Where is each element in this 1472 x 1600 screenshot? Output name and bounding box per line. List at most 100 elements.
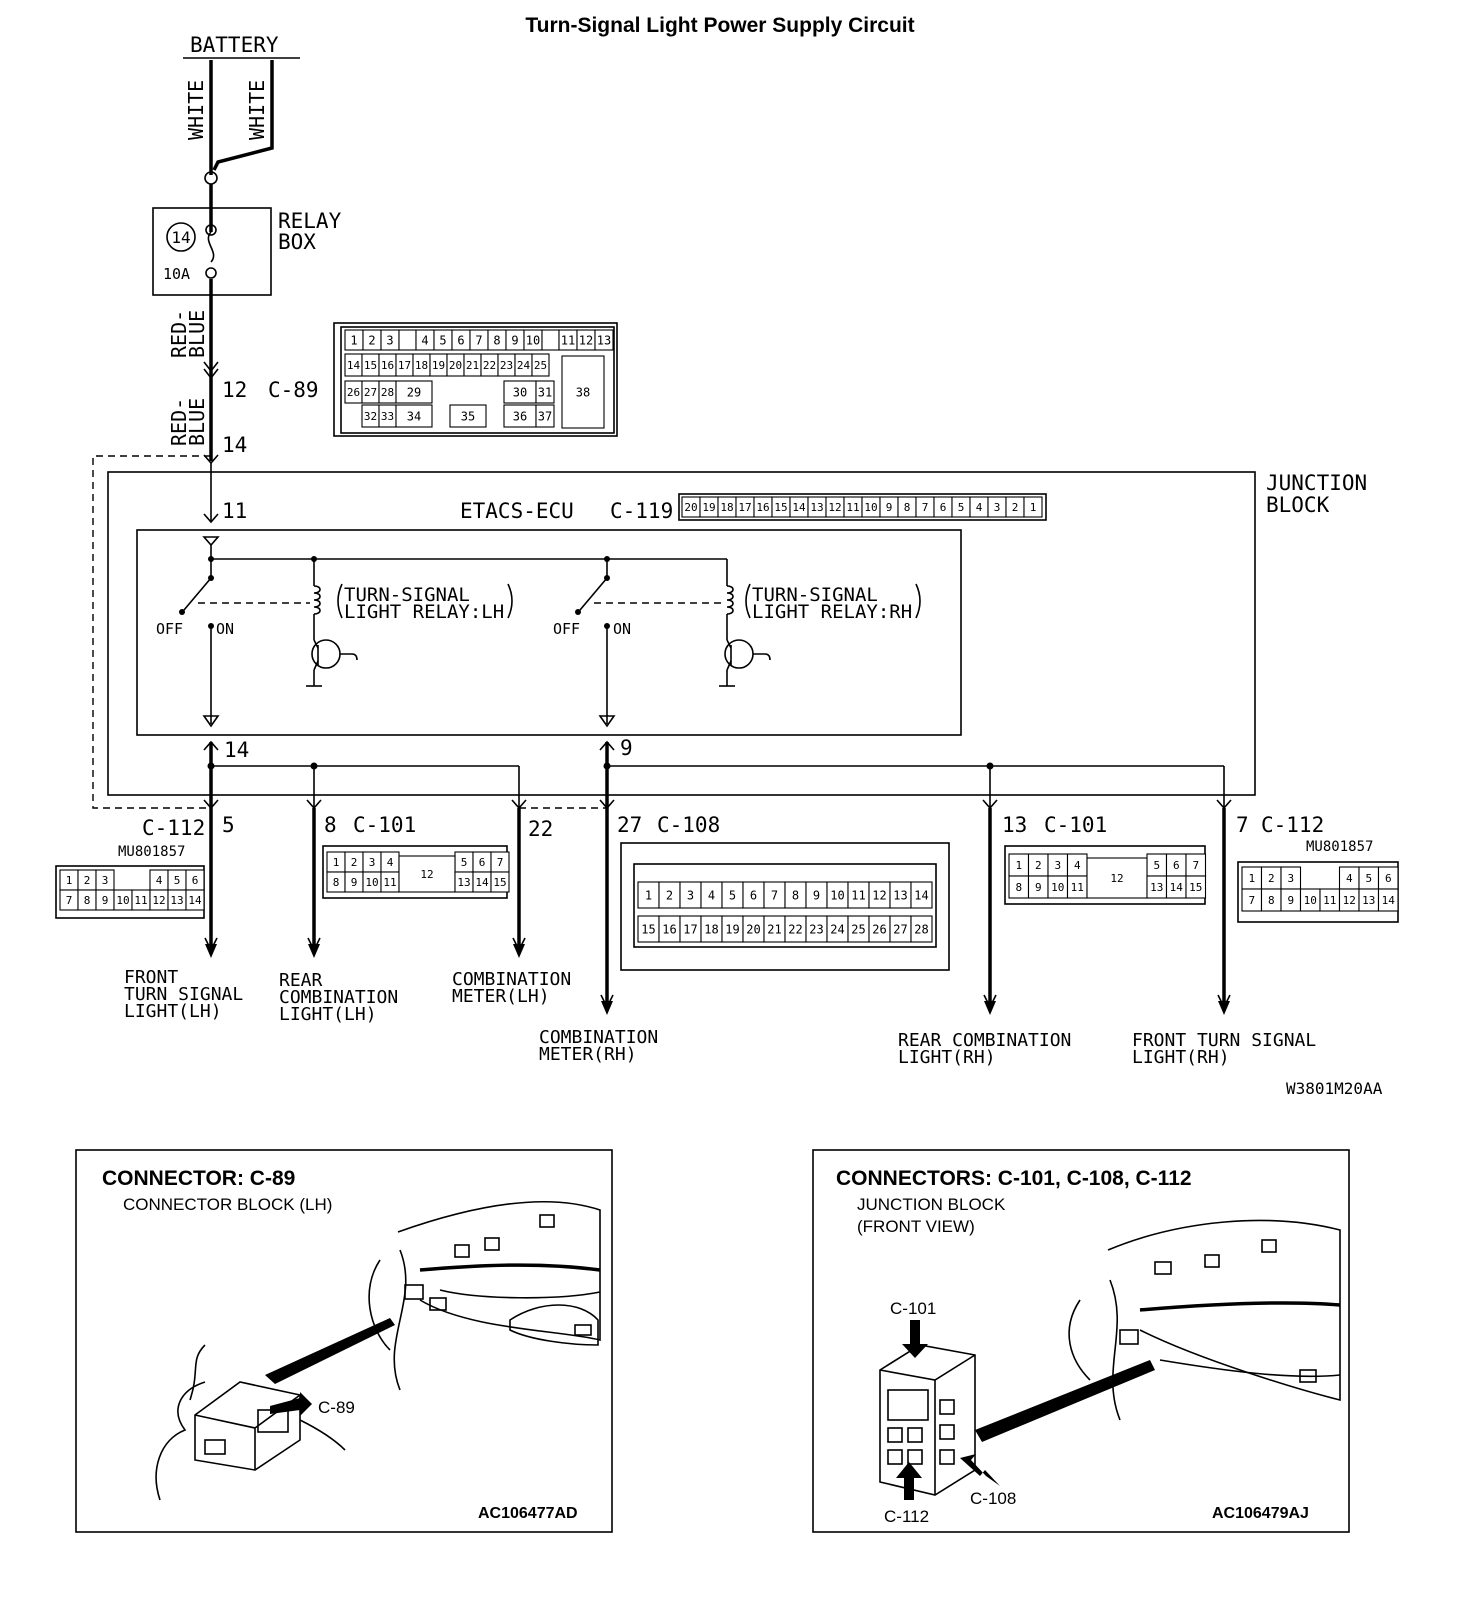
c108-pin-3: 3 — [687, 888, 694, 902]
panel-right-sub-2: (FRONT VIEW) — [857, 1217, 975, 1236]
c108-pin-15: 15 — [641, 922, 655, 936]
relay-rh-label: TURN-SIGNAL — [752, 584, 878, 606]
c101L-pin-14: 14 — [475, 876, 489, 889]
c119-pin-12: 12 — [828, 501, 841, 514]
panel-right-callout-mid: C-108 — [970, 1489, 1016, 1508]
out2-pin: 8 — [324, 813, 337, 837]
c112L-pin-5: 5 — [174, 874, 181, 887]
load-comb-meter-rh: COMBINATION — [539, 1027, 658, 1048]
c119-pin-19: 19 — [702, 501, 715, 514]
c112R-pin-11: 11 — [1323, 894, 1336, 907]
c89-pin-21: 21 — [466, 359, 479, 372]
junction-block-pin-in: 14 — [222, 433, 247, 457]
c101R-pin-3: 3 — [1054, 859, 1061, 872]
junction-block-label: JUNCTION — [1266, 471, 1367, 495]
c108-pin-10: 10 — [830, 888, 844, 902]
panel-left-code: AC106477AD — [478, 1505, 578, 1522]
c112R-pin-1: 1 — [1248, 872, 1255, 885]
c119-pin-10: 10 — [864, 501, 877, 514]
c108-pin-27: 27 — [893, 922, 907, 936]
c119-pin-2: 2 — [1012, 501, 1019, 514]
c89-pin-19: 19 — [432, 359, 445, 372]
etacs-pin-in: 11 — [222, 499, 247, 523]
load-rear-comb-lh: REAR — [279, 970, 323, 991]
c108-pin-19: 19 — [725, 922, 739, 936]
c112R-pin-7: 7 — [1248, 894, 1255, 907]
panel-left-sub: CONNECTOR BLOCK (LH) — [123, 1195, 332, 1214]
etacs-connector: C-119 — [610, 499, 673, 523]
c89-pin-37: 37 — [538, 409, 552, 423]
load-rear-comb-lh-3: LIGHT(LH) — [279, 1004, 377, 1025]
c101R-pin-9: 9 — [1035, 881, 1042, 894]
relay-lh-label-2: LIGHT RELAY:LH — [344, 601, 504, 623]
c119-pin-1: 1 — [1030, 501, 1037, 514]
wire-color-white-left: WHITE — [184, 80, 208, 140]
wire-color-red-blue-1a: RED- — [167, 310, 191, 358]
c89-pin-35: 35 — [461, 409, 475, 423]
c101R-pin-7: 7 — [1192, 859, 1199, 872]
c89-pin-23: 23 — [500, 359, 513, 372]
c89-pin-13: 13 — [597, 333, 611, 347]
c108-pin-24: 24 — [830, 922, 844, 936]
c101L-pin-13: 13 — [457, 876, 470, 889]
c101R-pin-13: 13 — [1150, 881, 1163, 894]
c108-pin-2: 2 — [666, 888, 673, 902]
c101L-pin-12: 12 — [420, 868, 433, 881]
relay-rh-off: OFF — [553, 620, 580, 638]
c112R-pin-5: 5 — [1365, 872, 1372, 885]
c101R-pin-2: 2 — [1035, 859, 1042, 872]
c112R-pin-9: 9 — [1287, 894, 1294, 907]
location-panel-c89: CONNECTOR: C-89 CONNECTOR BLOCK (LH) C-8… — [75, 1149, 613, 1533]
c112-part-right: MU801857 — [1306, 839, 1373, 855]
c89-pin-1: 1 — [350, 333, 357, 347]
c101R-pin-12: 12 — [1110, 872, 1123, 885]
c89-pin-38: 38 — [576, 385, 590, 399]
c108-pin-12: 12 — [872, 888, 886, 902]
c89-label: C-89 — [268, 378, 319, 402]
load-front-turn-lh: FRONT — [124, 967, 178, 988]
c89-pin-18: 18 — [415, 359, 428, 372]
c101L-pin-1: 1 — [333, 856, 340, 869]
load-front-turn-rh: FRONT TURN SIGNAL — [1132, 1030, 1316, 1051]
c108-pin-16: 16 — [662, 922, 676, 936]
out6-connector: C-112 — [1261, 813, 1324, 837]
c89-pin-34: 34 — [407, 409, 421, 423]
c108-pin-13: 13 — [893, 888, 907, 902]
c89-pin-25: 25 — [534, 359, 547, 372]
wire-color-red-blue-2a: RED- — [167, 398, 191, 446]
c112R-pin-14: 14 — [1382, 894, 1396, 907]
out4-pin: 27 — [617, 813, 642, 837]
out1-connector: C-112 — [142, 816, 205, 840]
c101L-pin-6: 6 — [479, 856, 486, 869]
relay-lh-off: OFF — [156, 620, 183, 638]
c89-pin-8: 8 — [493, 333, 500, 347]
load-rear-comb-rh: REAR COMBINATION — [898, 1030, 1071, 1051]
diagram-title: Turn-Signal Light Power Supply Circuit — [525, 14, 914, 37]
c89-pin-29: 29 — [407, 385, 421, 399]
c108-pin-1: 1 — [645, 888, 652, 902]
c101R-pin-6: 6 — [1173, 859, 1180, 872]
c101R-pin-15: 15 — [1189, 881, 1202, 894]
c112R-pin-10: 10 — [1304, 894, 1317, 907]
c108-pin-23: 23 — [809, 922, 823, 936]
out3-pin: 22 — [528, 817, 553, 841]
c108-pin-26: 26 — [872, 922, 886, 936]
relay-lh-label: TURN-SIGNAL — [344, 584, 470, 606]
c89-pin-24: 24 — [517, 359, 531, 372]
c119-pin-18: 18 — [720, 501, 733, 514]
load-front-turn-lh-3: LIGHT(LH) — [124, 1001, 222, 1022]
c101L-pin-10: 10 — [365, 876, 378, 889]
relay-lh: OFF ON TURN-SIGNAL LIGHT RELAY:LH — [156, 575, 513, 687]
c112R-pin-12: 12 — [1343, 894, 1356, 907]
c89-pin-32: 32 — [364, 410, 377, 423]
c119-pin-9: 9 — [886, 501, 893, 514]
etacs-ecu-box — [136, 529, 962, 736]
c89-pin-28: 28 — [381, 386, 394, 399]
c101L-pin-8: 8 — [333, 876, 340, 889]
c101R-pin-5: 5 — [1153, 859, 1160, 872]
